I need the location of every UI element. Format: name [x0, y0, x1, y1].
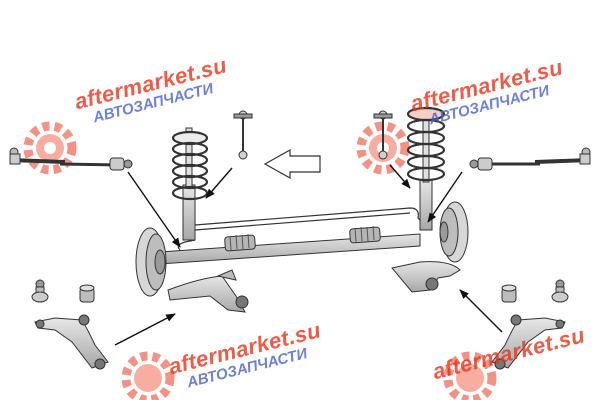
tie-rod-end-left	[9, 147, 66, 165]
arrow-tie-rod-to-hub-right	[427, 171, 463, 223]
pointer-arrows	[114, 164, 503, 346]
arrow-link-to-strut-right	[389, 164, 411, 189]
arrow-link-to-strut-left	[205, 167, 233, 199]
tie-rod-right	[469, 157, 540, 171]
arrow-arm-to-mount-left	[114, 313, 176, 346]
ball-joint-left	[31, 279, 49, 303]
direction-arrow-icon	[263, 148, 321, 180]
stabilizer-link-left	[233, 110, 253, 160]
bushing-right	[501, 284, 517, 303]
left-hub	[135, 227, 167, 297]
left-strut	[171, 127, 209, 241]
stabilizer-link-right	[373, 110, 393, 160]
tie-rod-end-right	[534, 147, 591, 165]
control-arm-right	[491, 314, 566, 370]
arrow-arm-to-mount-right	[459, 289, 503, 333]
control-arm-left	[34, 314, 109, 370]
gear-logo-bottom	[121, 351, 175, 400]
gear-logo-left	[23, 121, 77, 175]
gear-logo-bottom-right	[443, 351, 497, 400]
right-strut	[406, 106, 446, 231]
left-lower-arm-mounted	[167, 269, 249, 313]
right-hub	[439, 201, 469, 263]
bushing-left	[79, 284, 95, 303]
ball-joint-right	[551, 279, 569, 303]
right-lower-arm-mounted	[391, 261, 461, 293]
arrow-tie-rod-to-hub-left	[127, 171, 181, 248]
axle-beam	[159, 225, 421, 265]
tie-rod-left	[59, 157, 133, 171]
